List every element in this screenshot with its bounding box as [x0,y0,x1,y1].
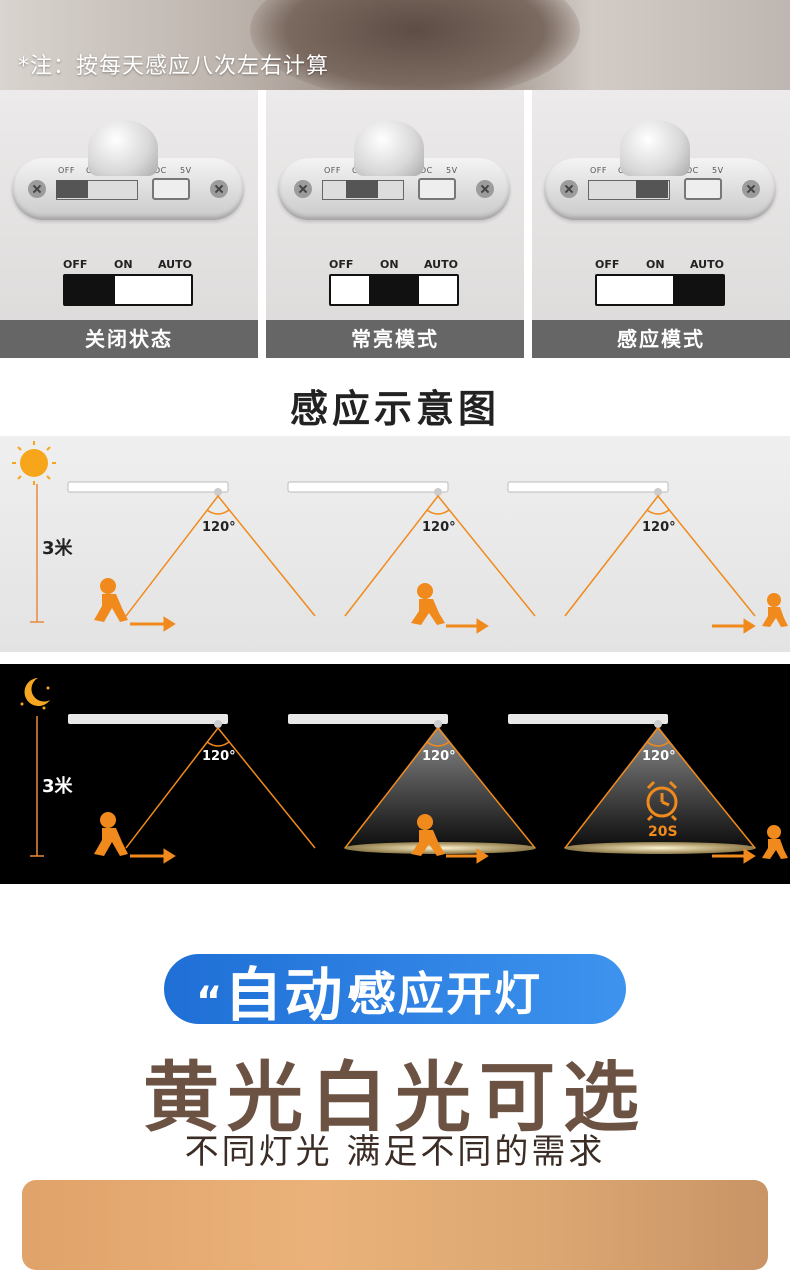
sensor-device: OFFONAUTODC5V [12,158,244,220]
device-label-5v: 5V [446,166,458,175]
usb-port-icon [418,178,456,200]
switch-label-auto: AUTO [690,258,724,271]
device-switch-knob [346,180,378,198]
device-label-off: OFF [324,166,341,175]
pir-sensor-dome [620,120,690,176]
device-label-5v: 5V [712,166,724,175]
night-light-bar-3 [508,714,668,728]
moon-icon [20,678,50,710]
mode-panel: OFFONAUTODC5VOFFONAUTO常亮模式 [266,90,524,358]
switch-label-auto: AUTO [424,258,458,271]
night-runner-icon-1 [94,812,128,856]
switch-label-off: OFF [329,258,354,271]
sensor-device: OFFONAUTODC5V [278,158,510,220]
switch-label-on: ON [646,258,665,271]
mode-switch [595,274,725,306]
screw-icon [476,180,494,198]
night-diagram: 3米 120° 120° 120° 20S [0,664,790,884]
screw-icon [742,180,760,198]
usb-port-icon [152,178,190,200]
timer-label: 20S [648,824,678,840]
height-bracket [30,484,44,623]
sun-icon [12,441,56,485]
night-diagram-svg: 3米 120° 120° 120° 20S [20,678,788,864]
mode-caption: 感应模式 [532,320,790,358]
light-bar-1 [67,481,229,496]
light-bar-2 [287,481,449,496]
device-label-5v: 5V [180,166,192,175]
device-label-dc: DC [686,166,699,175]
night-angle-1: 120° [202,749,236,764]
height-bracket-night [30,716,44,857]
runner-icon-2 [411,583,445,625]
device-label-off: OFF [590,166,607,175]
day-angle-2: 120° [422,520,456,535]
alarm-clock-icon [646,780,678,822]
banner-left-text: “自动” [196,961,373,1029]
mode-caption: 关闭状态 [0,320,258,358]
note-text: *注：按每天感应八次左右计算 [18,54,330,79]
night-height-label: 3米 [42,775,74,797]
screw-icon [210,180,228,198]
day-diagram-svg: 3米 120° 120° 120° [12,441,788,634]
mode-switch [63,274,193,306]
device-switch-knob [56,180,88,198]
mode-switch [329,274,459,306]
switch-label-off: OFF [595,258,620,271]
switch-label-on: ON [114,258,133,271]
light-bar-3 [507,481,669,496]
day-angle-3: 120° [642,520,676,535]
bottom-product-image [22,1180,768,1270]
switch-label-on: ON [380,258,399,271]
subline: 不同灯光 满足不同的需求 [184,1132,606,1172]
mode-panel: OFFONAUTODC5VOFFONAUTO关闭状态 [0,90,258,358]
headline-banner [164,954,626,1024]
screw-icon [294,180,312,198]
night-runner-icon-3 [762,825,788,859]
mode-switch-indicator [673,276,723,304]
device-label-dc: DC [420,166,433,175]
screw-icon [28,180,46,198]
banner-right-text: 感应开灯 [350,967,542,1021]
day-height-label: 3米 [42,537,74,559]
night-light-bar-2 [288,714,448,728]
mode-switch-indicator [65,276,115,304]
screw-icon [560,180,578,198]
switch-label-off: OFF [63,258,88,271]
night-angle-2: 120° [422,749,456,764]
device-switch-knob [636,180,668,198]
runner-icon-3 [762,593,788,627]
sensor-device: OFFONAUTODC5V [544,158,776,220]
mode-panel: OFFONAUTODC5VOFFONAUTO感应模式 [532,90,790,358]
day-angle-1: 120° [202,520,236,535]
device-label-off: OFF [58,166,75,175]
night-angle-3: 120° [642,749,676,764]
pir-sensor-dome [88,120,158,176]
mode-caption: 常亮模式 [266,320,524,358]
day-diagram: 3米 120° 120° 120° [0,436,790,652]
runner-icon-1 [94,578,128,622]
device-label-dc: DC [154,166,167,175]
night-light-bar-1 [68,714,228,728]
mode-switch-indicator [369,276,419,304]
night-runner-icon-2 [411,814,445,856]
diagram-title: 感应示意图 [289,387,500,431]
pir-sensor-dome [354,120,424,176]
top-photo [0,0,790,90]
switch-label-auto: AUTO [158,258,192,271]
usb-port-icon [684,178,722,200]
headline: 黄光白光可选 [143,1053,647,1142]
